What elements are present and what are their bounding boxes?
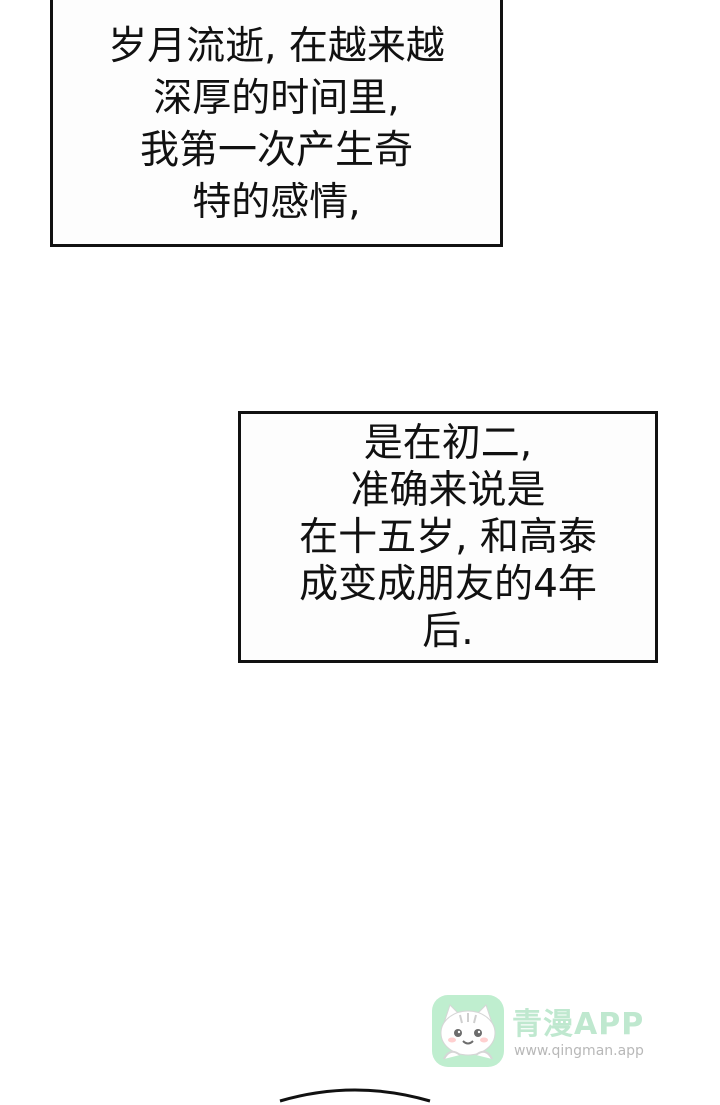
app-watermark: 青漫APP www.qingman.app <box>430 993 680 1069</box>
speech-bubble-top-edge <box>279 1088 431 1103</box>
narration-box-2: 是在初二, 准确来说是 在十五岁, 和高泰 成变成朋友的4年 后. <box>238 411 658 663</box>
narration-line: 是在初二, <box>363 420 533 466</box>
watermark-title: 青漫APP <box>512 1007 645 1042</box>
narration-line: 我第一次产生奇 <box>139 127 413 173</box>
cat-face-icon <box>432 995 504 1067</box>
narration-line: 深厚的时间里, <box>153 75 400 121</box>
narration-line: 在十五岁, 和高泰 <box>299 514 597 560</box>
narration-box-1: 岁月流逝, 在越来越 深厚的时间里, 我第一次产生奇 特的感情, <box>50 0 503 247</box>
narration-line: 岁月流逝, 在越来越 <box>108 23 445 69</box>
narration-line: 准确来说是 <box>350 467 546 513</box>
watermark-url: www.qingman.app <box>514 1043 644 1059</box>
narration-line: 后. <box>422 608 474 654</box>
narration-line: 成变成朋友的4年 <box>299 561 597 607</box>
narration-line: 特的感情, <box>192 179 361 225</box>
